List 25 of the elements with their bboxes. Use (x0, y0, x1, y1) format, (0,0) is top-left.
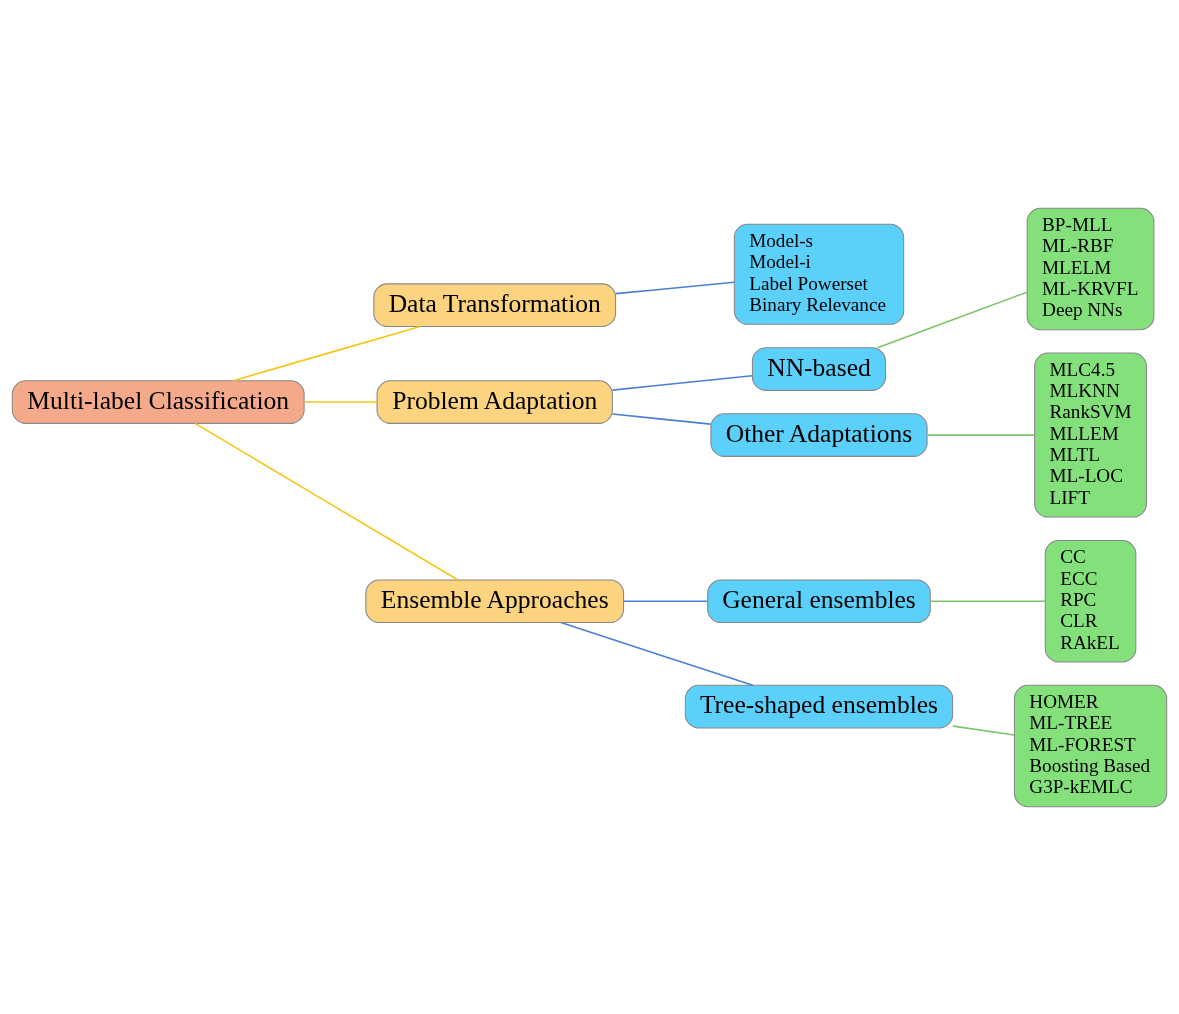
node-box: Ensemble Approaches (365, 578, 625, 623)
connector (232, 325, 421, 381)
node-box: Model-s Model-i Label Powerset Binary Relevance (733, 223, 905, 325)
connector (952, 724, 1016, 736)
connector (876, 290, 1028, 348)
node-box: HOMER ML-TREE ML-FOREST Boosting Based G3P-kEMLC (1013, 684, 1168, 807)
connector (611, 374, 753, 391)
connector (303, 400, 378, 403)
connector (614, 281, 735, 294)
node-box: Problem Adaptation (376, 379, 613, 424)
connector (623, 599, 709, 602)
connector (560, 621, 754, 686)
connector (611, 412, 712, 425)
node-box: CC ECC RPC CLR RAkEL (1044, 539, 1137, 662)
node-box: Data Transformation (373, 282, 617, 327)
node-box: Multi-label Classification (11, 379, 305, 424)
node-box: Other Adaptations (710, 412, 928, 457)
connector (194, 422, 459, 581)
connector (929, 599, 1046, 602)
node-box: MLC4.5 MLKNN RankSVM MLLEM MLTL ML-LOC LIFT (1034, 352, 1147, 518)
node-box: General ensembles (707, 578, 931, 623)
node-box: BP-MLL ML-RBF MLELM ML-KRVFL Deep NNs (1026, 207, 1155, 330)
node-box: Tree-shaped ensembles (684, 684, 954, 728)
connector (926, 433, 1036, 436)
node-box: NN-based (751, 346, 887, 391)
